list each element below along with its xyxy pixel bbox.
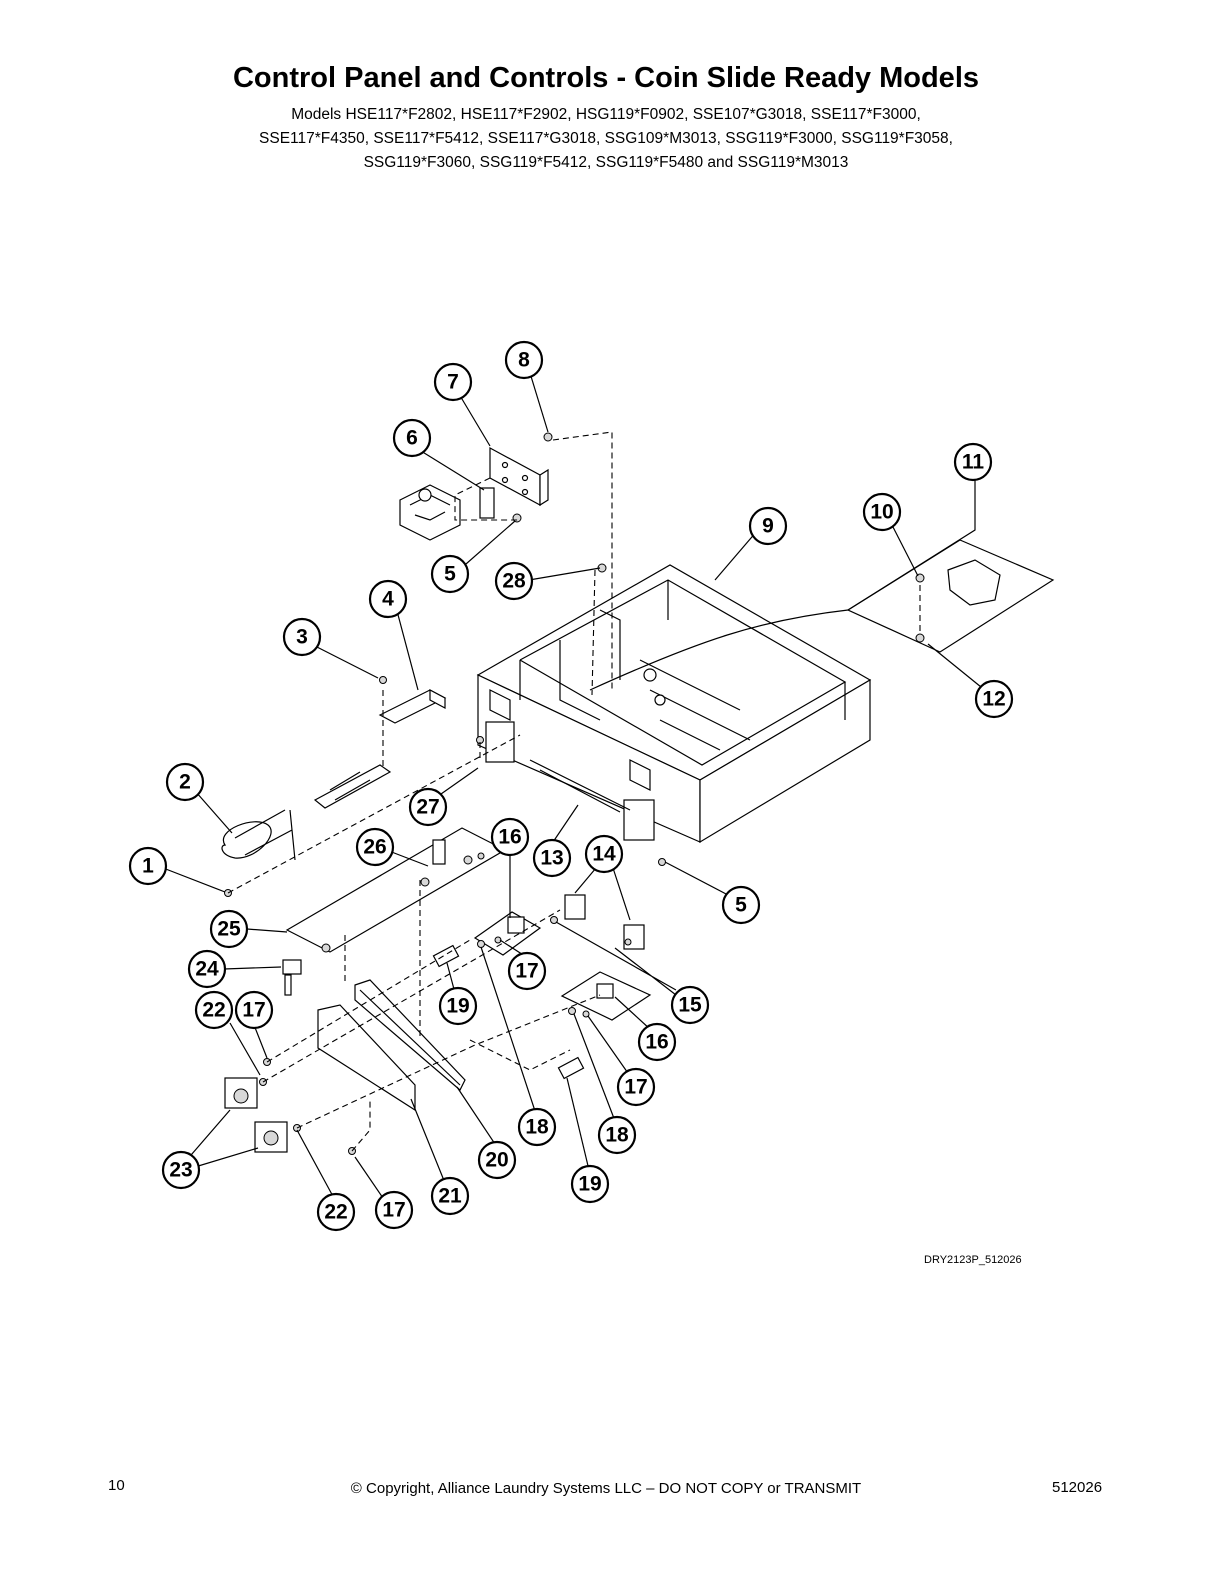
callout: 22	[316, 1192, 356, 1232]
callout: 7	[433, 362, 473, 402]
callout: 14	[584, 834, 624, 874]
timer-assembly	[399, 484, 495, 541]
svg-text:11: 11	[962, 451, 985, 474]
svg-text:12: 12	[982, 688, 1005, 711]
callout: 8	[504, 340, 544, 380]
svg-text:23: 23	[169, 1159, 192, 1182]
svg-text:17: 17	[242, 999, 265, 1022]
callout: 5	[430, 554, 470, 594]
svg-text:18: 18	[605, 1124, 629, 1147]
screws-upper	[224, 432, 666, 897]
svg-text:5: 5	[735, 894, 747, 917]
callout: 28	[494, 561, 534, 601]
svg-text:19: 19	[578, 1173, 601, 1196]
document-number: 512026	[1052, 1479, 1103, 1496]
callout: 2	[165, 762, 205, 802]
svg-text:27: 27	[416, 796, 439, 819]
switch-boxes	[473, 894, 652, 1021]
callout: 22	[194, 990, 234, 1030]
callout: 13	[532, 838, 572, 878]
svg-text:4: 4	[382, 588, 394, 611]
copyright-notice: © Copyright, Alliance Laundry Systems LL…	[350, 1480, 862, 1497]
detail-box-11	[589, 539, 1055, 691]
leader-lines	[157, 372, 982, 1201]
svg-text:26: 26	[363, 836, 386, 859]
callout: 19	[438, 986, 478, 1026]
callout: 16	[637, 1022, 677, 1062]
svg-text:14: 14	[592, 843, 616, 866]
callout: 26	[355, 827, 395, 867]
bracket-7	[489, 446, 549, 507]
svg-text:17: 17	[624, 1076, 647, 1099]
svg-text:10: 10	[870, 501, 893, 524]
control-panel-housing	[476, 564, 872, 844]
svg-text:17: 17	[382, 1199, 405, 1222]
callout: 17	[507, 951, 547, 991]
lower-panel-assembly	[285, 827, 507, 1112]
svg-text:24: 24	[195, 958, 219, 981]
callout: 27	[408, 787, 448, 827]
svg-text:17: 17	[515, 960, 538, 983]
callout: 16	[490, 817, 530, 857]
callout: 4	[368, 579, 408, 619]
svg-text:20: 20	[485, 1149, 508, 1172]
svg-text:7: 7	[447, 371, 459, 394]
callout: 6	[392, 418, 432, 458]
callout: 17	[616, 1067, 656, 1107]
callout: 15	[670, 985, 710, 1025]
callout: 18	[517, 1107, 557, 1147]
models-list: Models HSE117*F2802, HSE117*F2902, HSG11…	[0, 103, 1212, 175]
callout: 23	[161, 1150, 201, 1190]
svg-text:2: 2	[179, 771, 191, 794]
svg-text:8: 8	[518, 349, 530, 372]
page-title: Control Panel and Controls - Coin Slide …	[232, 62, 979, 94]
assembly-dashed-lines	[227, 431, 921, 1152]
knobs-and-lock	[224, 916, 632, 1155]
callout: 25	[209, 909, 249, 949]
callout: 12	[974, 679, 1014, 719]
callout: 17	[234, 990, 274, 1030]
callout: 9	[748, 506, 788, 546]
svg-text:9: 9	[762, 515, 774, 538]
models-line: SSE117*F4350, SSE117*F5412, SSE117*G3018…	[259, 130, 953, 147]
svg-text:3: 3	[296, 626, 308, 649]
callout: 24	[187, 949, 227, 989]
svg-text:28: 28	[502, 570, 526, 593]
callout: 20	[477, 1140, 517, 1180]
callout: 21	[430, 1176, 470, 1216]
svg-text:18: 18	[525, 1116, 549, 1139]
svg-text:22: 22	[202, 999, 225, 1022]
svg-text:22: 22	[324, 1201, 347, 1224]
callout: 5	[721, 885, 761, 925]
svg-text:19: 19	[446, 995, 469, 1018]
svg-text:1: 1	[142, 855, 154, 878]
coin-slide-parts	[221, 764, 392, 861]
svg-text:16: 16	[645, 1031, 668, 1054]
page-number: 10	[108, 1477, 125, 1494]
models-line: SSG119*F3060, SSG119*F5412, SSG119*F5480…	[363, 154, 849, 171]
callout: 19	[570, 1164, 610, 1204]
callout: 11	[953, 442, 993, 482]
models-line: Models HSE117*F2802, HSE117*F2902, HSG11…	[291, 106, 921, 123]
svg-text:6: 6	[406, 427, 418, 450]
callout: 3	[282, 617, 322, 657]
callout: 10	[862, 492, 902, 532]
callout: 18	[597, 1115, 637, 1155]
bracket-4	[378, 689, 447, 724]
svg-text:13: 13	[540, 847, 563, 870]
svg-text:16: 16	[498, 826, 521, 849]
callout: 17	[374, 1190, 414, 1230]
figure-id: DRY2123P_512026	[924, 1254, 1022, 1266]
svg-text:5: 5	[444, 563, 456, 586]
svg-text:21: 21	[438, 1185, 462, 1208]
svg-text:15: 15	[678, 994, 702, 1017]
callout: 1	[128, 846, 168, 886]
svg-text:25: 25	[217, 918, 241, 941]
